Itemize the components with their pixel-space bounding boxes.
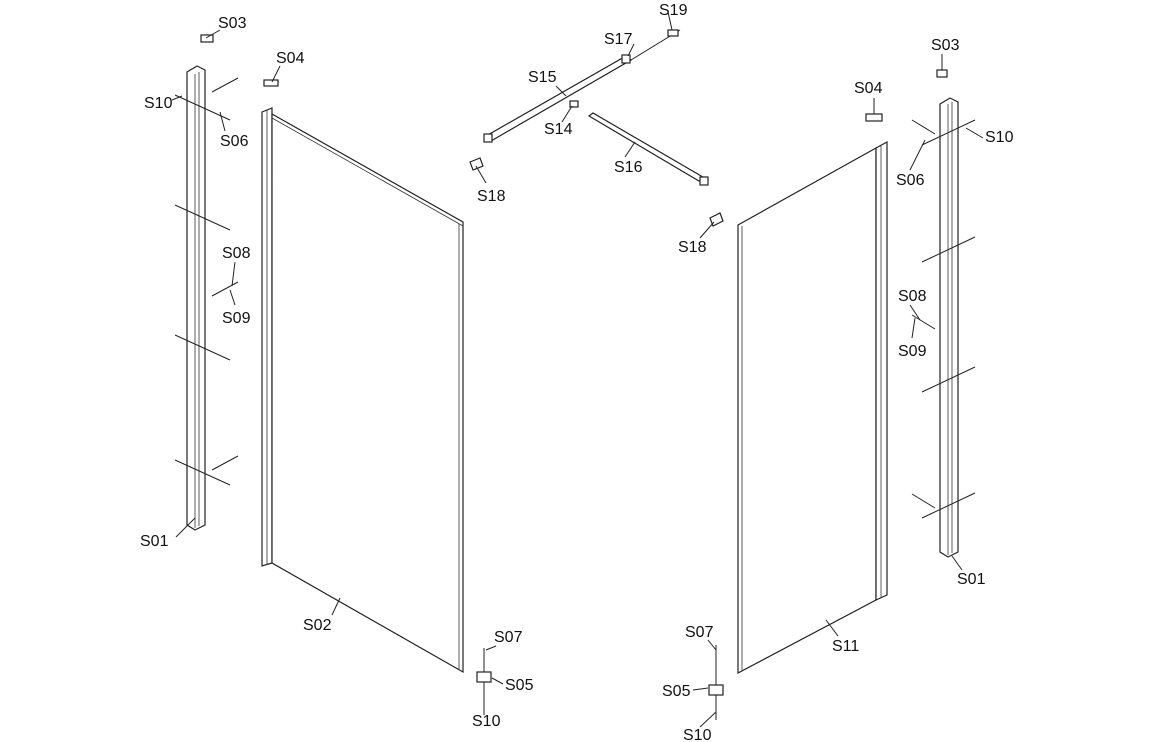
label-s02: S02 xyxy=(303,617,332,634)
label-s10-left-bottom: S10 xyxy=(472,713,501,730)
small-parts xyxy=(174,29,976,720)
label-s09-right: S09 xyxy=(898,343,927,360)
label-s14: S14 xyxy=(544,121,573,138)
label-s01-right: S01 xyxy=(957,571,986,588)
label-s17: S17 xyxy=(604,31,633,48)
label-s10-left-top: S10 xyxy=(144,95,173,112)
label-s03-right: S03 xyxy=(931,37,960,54)
label-s10-right-top: S10 xyxy=(985,129,1014,146)
label-s10-right-bottom: S10 xyxy=(683,727,712,742)
right-wall-profile xyxy=(939,97,959,558)
label-s08-left: S08 xyxy=(222,245,251,262)
leader-lines xyxy=(171,11,984,728)
label-s07-left: S07 xyxy=(494,629,523,646)
top-bar-s16 xyxy=(587,112,709,186)
label-s07-right: S07 xyxy=(685,624,714,641)
label-s11: S11 xyxy=(832,638,859,655)
label-s04-left: S04 xyxy=(276,50,305,67)
label-s03-left: S03 xyxy=(218,15,247,32)
right-glass-panel xyxy=(737,140,888,674)
left-glass-panel xyxy=(261,107,464,674)
label-s05-right: S05 xyxy=(662,683,691,700)
label-s16: S16 xyxy=(614,159,643,176)
label-s15: S15 xyxy=(528,69,557,86)
left-wall-profile xyxy=(186,65,206,531)
label-s18-left: S18 xyxy=(477,188,506,205)
label-s01-left: S01 xyxy=(140,533,169,550)
label-s05-left: S05 xyxy=(505,677,534,694)
label-s06-right: S06 xyxy=(896,172,925,189)
label-s19: S19 xyxy=(659,2,688,19)
label-s08-right: S08 xyxy=(898,288,927,305)
label-s06-left: S06 xyxy=(220,133,249,150)
label-s04-right: S04 xyxy=(854,80,883,97)
label-s18-right: S18 xyxy=(678,239,707,256)
label-s09-left: S09 xyxy=(222,310,251,327)
